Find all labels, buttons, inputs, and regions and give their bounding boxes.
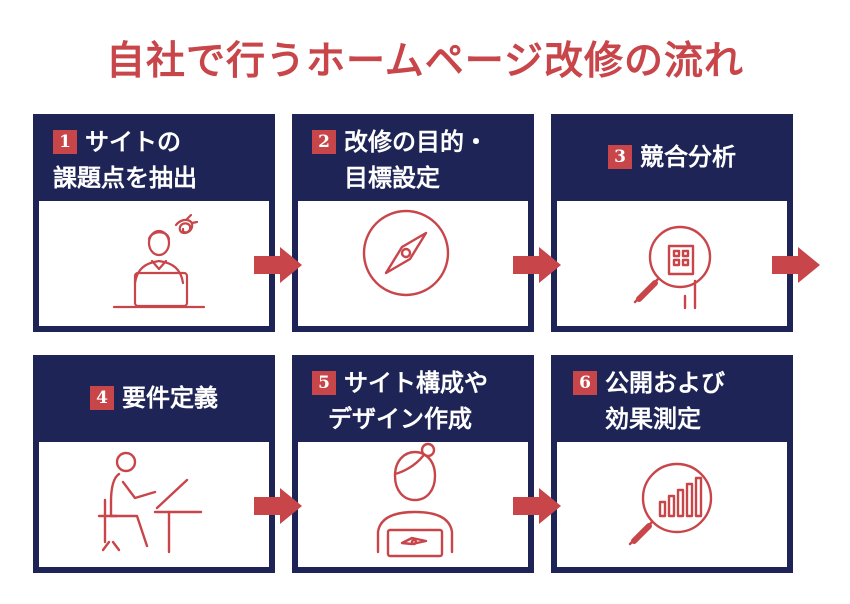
step-number-badge: 5 xyxy=(312,371,336,395)
step-illustration-area xyxy=(39,201,269,326)
arrow-right-icon xyxy=(513,247,561,283)
step-card-5: 5 サイト構成や デザイン作成 xyxy=(292,355,534,573)
step-title-line1: 改修の目的・ xyxy=(344,128,488,156)
step-illustration-area xyxy=(298,442,528,567)
step-illustration-area xyxy=(298,201,528,326)
compass-icon xyxy=(362,209,450,297)
person-sitting-at-desk-icon xyxy=(97,451,203,554)
person-at-laptop-confused-icon xyxy=(112,213,206,309)
step-title-line2: 目標設定 xyxy=(344,164,440,192)
step-title-line1: サイトの xyxy=(85,128,181,156)
designer-with-pen-tablet-icon xyxy=(376,442,454,558)
step-number-badge: 4 xyxy=(90,386,114,410)
step-card-3: 3 競合分析 xyxy=(551,114,793,332)
step-header-2: 2 改修の目的・ 目標設定 xyxy=(292,114,534,201)
step-card-1: 1 サイトの 課題点を抽出 xyxy=(33,114,275,332)
step-title-line2: 課題点を抽出 xyxy=(53,164,197,192)
magnifier-bar-chart-icon xyxy=(628,462,713,546)
arrow-right-icon xyxy=(254,247,302,283)
step-header-3: 3 競合分析 xyxy=(551,114,793,201)
step-card-4: 4 要件定義 xyxy=(33,355,275,573)
step-number-badge: 2 xyxy=(312,130,336,154)
step-header-6: 6 公開および 効果測定 xyxy=(551,355,793,442)
step-card-2: 2 改修の目的・ 目標設定 xyxy=(292,114,534,332)
step-illustration-area xyxy=(39,442,269,567)
arrow-right-icon xyxy=(772,247,820,283)
step-title-line1: サイト構成や xyxy=(344,369,488,397)
arrow-right-icon xyxy=(513,488,561,524)
step-header-4: 4 要件定義 xyxy=(33,355,275,442)
step-title-line1: 競合分析 xyxy=(640,143,736,171)
step-title-line2: デザイン作成 xyxy=(328,405,472,433)
step-number-badge: 1 xyxy=(53,130,77,154)
step-title-line1: 公開および xyxy=(605,369,725,397)
magnifier-building-icon xyxy=(633,225,712,310)
step-title-line2: 効果測定 xyxy=(605,405,701,433)
step-illustration-area xyxy=(557,442,787,567)
step-header-1: 1 サイトの 課題点を抽出 xyxy=(33,114,275,201)
step-title-line1: 要件定義 xyxy=(122,384,218,412)
step-card-6: 6 公開および 効果測定 xyxy=(551,355,793,573)
step-number-badge: 6 xyxy=(573,371,597,395)
arrow-right-icon xyxy=(254,488,302,524)
step-number-badge: 3 xyxy=(608,145,632,169)
step-illustration-area xyxy=(557,201,787,326)
page-title: 自社で行うホームページ改修の流れ xyxy=(105,38,745,84)
step-header-5: 5 サイト構成や デザイン作成 xyxy=(292,355,534,442)
